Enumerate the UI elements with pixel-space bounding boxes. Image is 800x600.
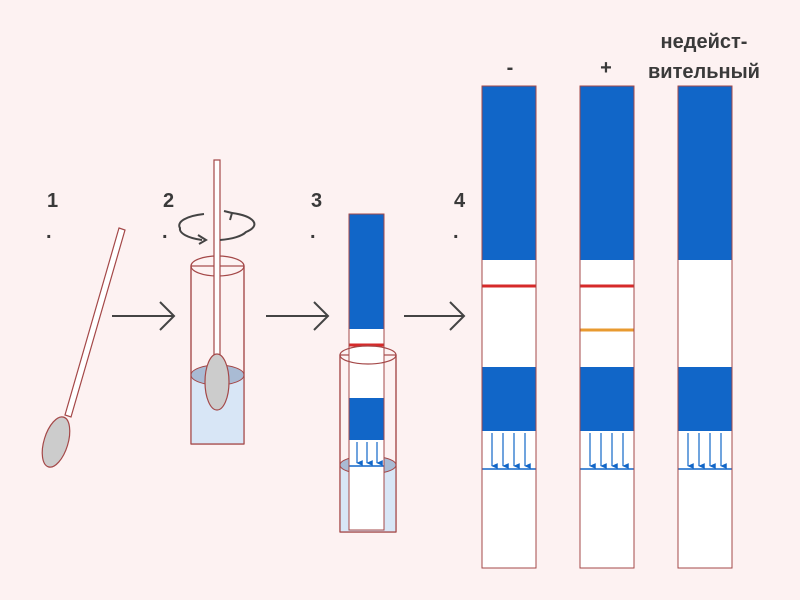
sample-pad [482, 367, 536, 431]
swab-tip [41, 416, 71, 468]
sample-pad [580, 367, 634, 431]
result-strip-invalid [677, 85, 733, 569]
step-4-number: 4 [454, 190, 466, 212]
step-2-dot: . [162, 221, 168, 243]
tube-with-swab [190, 159, 245, 445]
sample-pad-3 [349, 398, 384, 440]
swab-stick-in-tube [213, 159, 221, 361]
strip-outline [579, 85, 635, 569]
swab-step-1 [41, 227, 126, 468]
result-strip-negative [481, 85, 537, 569]
swab-stick [64, 227, 126, 418]
process-arrow-3 [404, 301, 466, 331]
strip-outline [677, 85, 733, 569]
result-strips [481, 85, 733, 569]
process-arrow-1 [112, 301, 176, 331]
step-1-number: 1 [47, 190, 58, 212]
step-4-dot: . [453, 221, 459, 243]
result-label-invalid-line2: вительный [648, 61, 760, 83]
process-arrow-2 [266, 301, 330, 331]
strip-outline [481, 85, 537, 569]
flow-arrows-3 [356, 442, 383, 466]
rotate-icon [178, 210, 256, 245]
sample-pad [678, 367, 732, 431]
strip-in-tube [339, 213, 397, 533]
step-3-number: 3 [311, 190, 322, 212]
step-1-dot: . [46, 221, 52, 243]
step-3-dot: . [310, 221, 316, 243]
tube-rim-3 [339, 345, 397, 365]
result-strip-positive [579, 85, 635, 569]
strip-handle-3 [349, 214, 384, 329]
strip-handle [482, 86, 536, 260]
result-label-negative: - [507, 57, 514, 79]
result-label-positive: + [600, 57, 612, 79]
result-label-invalid-line1: недейст- [661, 31, 748, 53]
strip-handle [678, 86, 732, 260]
strip-handle [580, 86, 634, 260]
step-2-number: 2 [163, 190, 174, 212]
swab-tip-in-liquid [204, 353, 230, 411]
